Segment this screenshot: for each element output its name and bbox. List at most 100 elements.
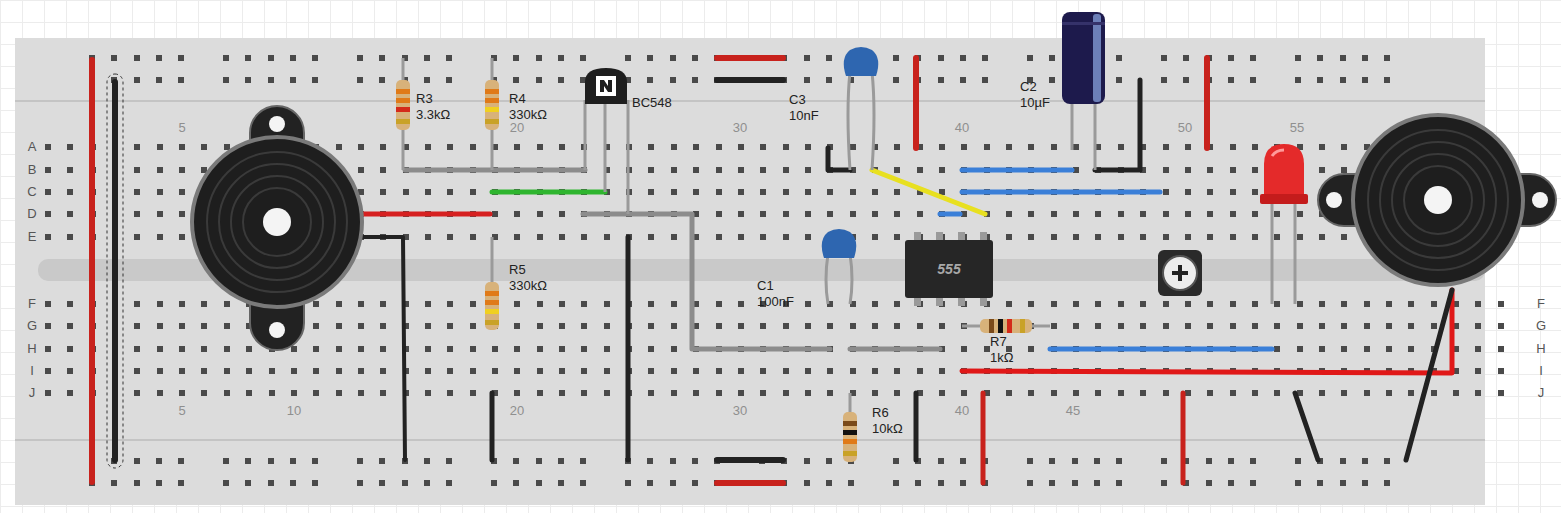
breadboard-hole xyxy=(716,189,722,195)
breadboard-hole xyxy=(245,480,251,486)
breadboard-hole xyxy=(537,323,543,329)
breadboard-hole xyxy=(1319,301,1325,307)
breadboard-holes xyxy=(45,55,1504,486)
breadboard-hole xyxy=(336,368,342,374)
breadboard-hole xyxy=(357,77,363,83)
breadboard-hole xyxy=(648,189,654,195)
breadboard-hole xyxy=(1252,323,1258,329)
breadboard-hole xyxy=(179,346,185,352)
breadboard-hole xyxy=(1340,458,1346,464)
breadboard-hole xyxy=(313,368,319,374)
breadboard-hole xyxy=(1140,323,1146,329)
grid-index: G xyxy=(27,319,37,333)
breadboard-hole xyxy=(1006,234,1012,240)
breadboard-hole xyxy=(1094,480,1100,486)
breadboard-hole xyxy=(1297,346,1303,352)
grid-index: I xyxy=(30,364,34,378)
breadboard-hole xyxy=(1317,77,1323,83)
breadboard-hole xyxy=(537,301,543,307)
transistor-symbol xyxy=(585,68,628,214)
breadboard-hole xyxy=(647,55,653,61)
breadboard-hole xyxy=(313,301,319,307)
breadboard-hole xyxy=(1073,323,1079,329)
breadboard-hole xyxy=(446,77,452,83)
breadboard-hole xyxy=(224,323,230,329)
breadboard-hole xyxy=(648,301,654,307)
breadboard-hole xyxy=(604,390,610,396)
breadboard-hole xyxy=(1297,301,1303,307)
breadboard-hole xyxy=(111,480,117,486)
breadboard-hole xyxy=(1183,55,1189,61)
breadboard-hole xyxy=(179,390,185,396)
breadboard-hole xyxy=(960,458,966,464)
breadboard-hole xyxy=(559,301,565,307)
breadboard-hole xyxy=(1362,77,1368,83)
breadboard-hole xyxy=(647,77,653,83)
breadboard-hole xyxy=(670,55,676,61)
breadboard-hole xyxy=(894,144,900,150)
breadboard-hole xyxy=(134,234,140,240)
breadboard-hole xyxy=(424,480,430,486)
breadboard-hole xyxy=(514,390,520,396)
resistor-symbol xyxy=(485,58,499,170)
breadboard-hole xyxy=(1498,301,1504,307)
breadboard-hole xyxy=(1116,55,1122,61)
grid-index: J xyxy=(1538,386,1545,400)
breadboard-hole xyxy=(1185,211,1191,217)
breadboard-hole xyxy=(1207,323,1213,329)
breadboard-hole xyxy=(67,390,73,396)
breadboard-hole xyxy=(1028,144,1034,150)
breadboard-hole xyxy=(939,368,945,374)
grid-index: H xyxy=(27,342,36,356)
breadboard-hole xyxy=(380,144,386,150)
wire xyxy=(112,82,118,460)
breadboard-hole xyxy=(670,480,676,486)
breadboard-hole xyxy=(1341,390,1347,396)
breadboard-hole xyxy=(357,458,363,464)
breadboard-hole xyxy=(1095,234,1101,240)
breadboard-hole xyxy=(716,390,722,396)
breadboard-hole xyxy=(1297,234,1303,240)
breadboard-hole xyxy=(45,390,51,396)
breadboard-hole xyxy=(894,234,900,240)
breadboard-hole xyxy=(224,368,230,374)
breadboard-hole xyxy=(1341,234,1347,240)
breadboard-hole xyxy=(1408,323,1414,329)
breadboard-hole xyxy=(1498,368,1504,374)
resistor-symbol xyxy=(396,58,410,170)
breadboard-hole xyxy=(179,368,185,374)
breadboard-hole xyxy=(1028,346,1034,352)
part-label: 10µF xyxy=(1020,96,1050,110)
breadboard-hole xyxy=(670,77,676,83)
breadboard-hole xyxy=(223,480,229,486)
breadboard-hole xyxy=(872,301,878,307)
breadboard-hole xyxy=(805,211,811,217)
breadboard-hole xyxy=(379,55,385,61)
breadboard-hole xyxy=(783,167,789,173)
breadboard-hole xyxy=(380,323,386,329)
breadboard-body xyxy=(15,38,1485,505)
breadboard-hole xyxy=(514,368,520,374)
breadboard-hole xyxy=(537,144,543,150)
breadboard-hole xyxy=(470,189,476,195)
breadboard-hole xyxy=(805,390,811,396)
breadboard-hole xyxy=(760,323,766,329)
breadboard-hole xyxy=(1072,480,1078,486)
breadboard-hole xyxy=(960,480,966,486)
breadboard-hole xyxy=(358,301,364,307)
breadboard-hole xyxy=(134,480,140,486)
breadboard-hole xyxy=(1408,346,1414,352)
breadboard-hole xyxy=(402,480,408,486)
breadboard-hole xyxy=(470,368,476,374)
breadboard-hole xyxy=(671,346,677,352)
breadboard-hole xyxy=(537,390,543,396)
breadboard-hole xyxy=(447,323,453,329)
breadboard-hole xyxy=(447,346,453,352)
breadboard-hole xyxy=(804,480,810,486)
breadboard-hole xyxy=(984,144,990,150)
breadboard-hole xyxy=(1073,234,1079,240)
breadboard-hole xyxy=(67,323,73,329)
breadboard-hole xyxy=(179,144,185,150)
breadboard-hole xyxy=(783,234,789,240)
